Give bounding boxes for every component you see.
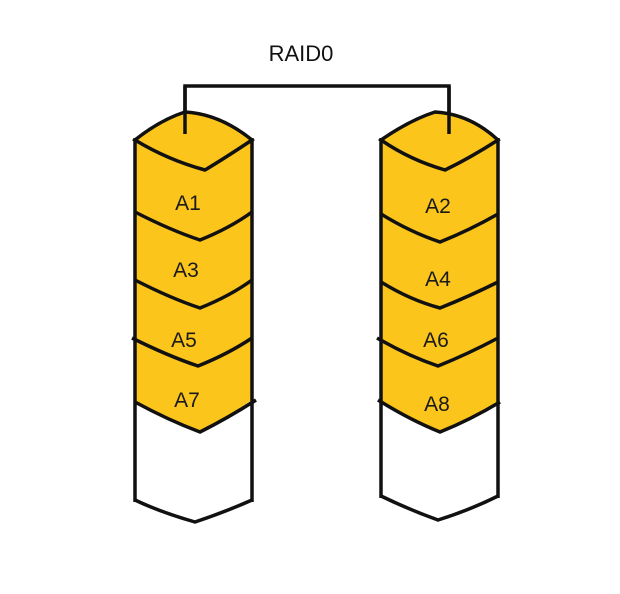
disk-right-separator-1 (380, 212, 499, 244)
disk-left-block-label: A5 (171, 329, 197, 352)
disk-right: A2 A4 A6 A8 (376, 110, 501, 522)
disk-right-block-label: A6 (423, 329, 449, 352)
disk-left-separator-3 (131, 336, 253, 368)
disk-right-block-label: A4 (425, 268, 451, 291)
disk-left-separator-2 (134, 278, 254, 310)
disk-left-empty-space (135, 400, 252, 522)
disk-left-block-label: A1 (175, 192, 201, 215)
disk-right-bottom (380, 494, 499, 522)
diagram-title: RAID0 (269, 41, 334, 66)
disk-right-separator-2 (380, 280, 499, 310)
disk-left-separator-1 (134, 210, 254, 242)
disk-left-bottom (134, 498, 253, 524)
disk-right-block-label: A2 (425, 195, 451, 218)
disk-right-separator-3 (376, 336, 499, 368)
disk-left-block-label: A3 (173, 259, 199, 282)
disk-left-block-label: A7 (174, 389, 200, 412)
disk-right-empty-space (381, 400, 498, 520)
disk-left-separator-4 (134, 398, 257, 434)
disk-right-block-label: A8 (424, 393, 450, 416)
disk-left: A1 A3 A5 A7 (131, 110, 257, 524)
disk-right-separator-4 (377, 398, 501, 434)
